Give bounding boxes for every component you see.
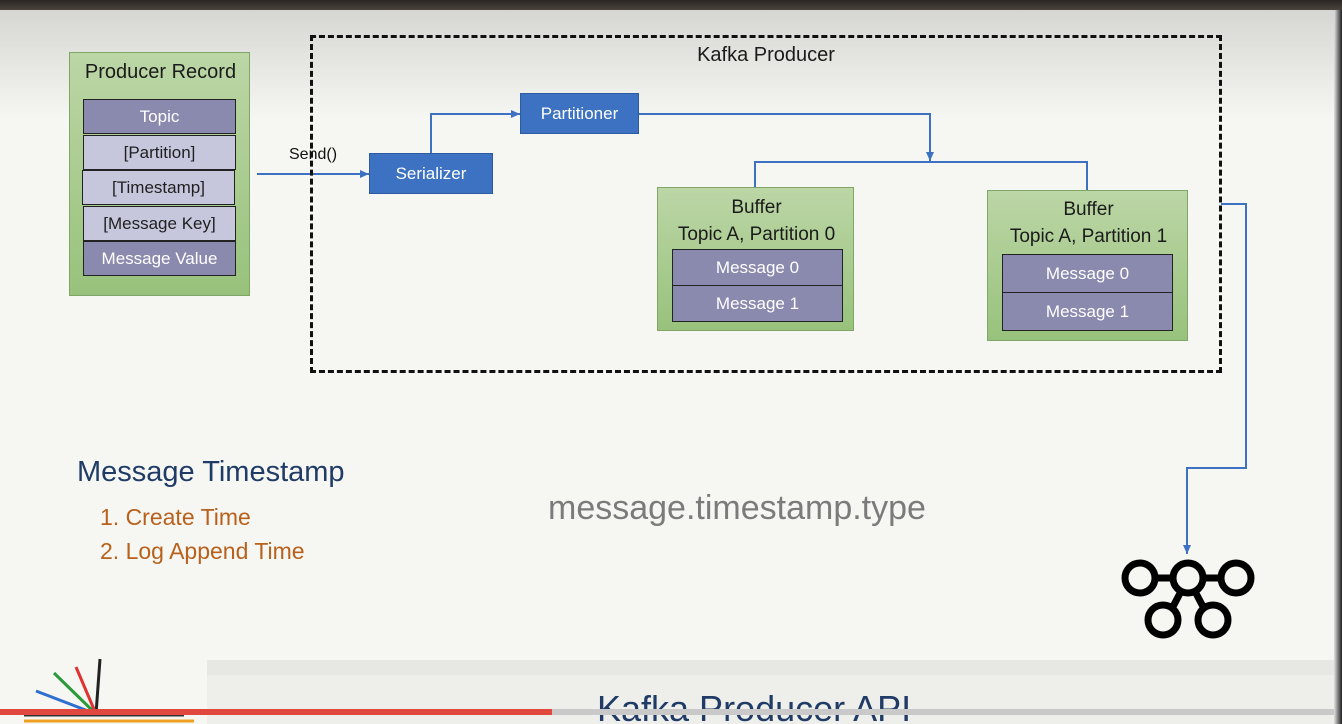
config-key: message.timestamp.type	[548, 489, 926, 527]
send-label: Send()	[289, 146, 338, 163]
partitioner-to-buffers-arrow	[639, 113, 934, 161]
video-progress-played[interactable]	[0, 709, 552, 715]
buffer-message: Message 1	[1002, 292, 1173, 331]
serializer-to-partitioner-arrow	[430, 110, 520, 153]
serializer-box: Serializer	[369, 153, 493, 194]
field-topic: Topic	[83, 99, 236, 134]
buffer-message: Message 0	[672, 249, 843, 286]
slide-title: Kafka Producer API	[597, 688, 912, 724]
field-message-key: [Message Key]	[83, 206, 236, 241]
buffer-title: Buffer	[731, 197, 782, 218]
video-progress-remaining[interactable]	[552, 709, 1334, 715]
timestamp-item-log-append-time: 2. Log Append Time	[100, 538, 305, 564]
field-partition: [Partition]	[83, 135, 236, 170]
buffer-split-line	[754, 161, 1088, 190]
window-right-edge	[1334, 10, 1342, 724]
buffer-title: Buffer	[1063, 199, 1114, 220]
kafka-producer-title: Kafka Producer	[697, 44, 835, 66]
timestamp-heading: Message Timestamp	[77, 456, 345, 488]
window-top-bar	[0, 0, 1342, 10]
kafka-logo-icon	[1121, 559, 1255, 639]
buffer-subtitle: Topic A, Partition 1	[1009, 226, 1168, 247]
producer-record-title: Producer Record	[84, 61, 237, 83]
buffer-subtitle: Topic A, Partition 0	[677, 224, 836, 245]
partitioner-box: Partitioner	[520, 93, 639, 134]
buffer-partition-1: Buffer Topic A, Partition 1 Message 0 Me…	[987, 190, 1188, 341]
field-timestamp: [Timestamp]	[82, 170, 235, 205]
kafka-producer-frame	[310, 35, 1222, 373]
producer-to-kafka-arrow	[1183, 203, 1247, 554]
timestamp-item-create-time: 1. Create Time	[100, 504, 251, 530]
buffer-message: Message 1	[672, 285, 843, 322]
field-message-value: Message Value	[83, 241, 236, 276]
buffer-message: Message 0	[1002, 254, 1173, 293]
slide-footer-inner	[207, 675, 1334, 724]
producer-record: Producer Record Topic [Partition] [Times…	[69, 52, 250, 296]
buffer-partition-0: Buffer Topic A, Partition 0 Message 0 Me…	[657, 187, 854, 331]
